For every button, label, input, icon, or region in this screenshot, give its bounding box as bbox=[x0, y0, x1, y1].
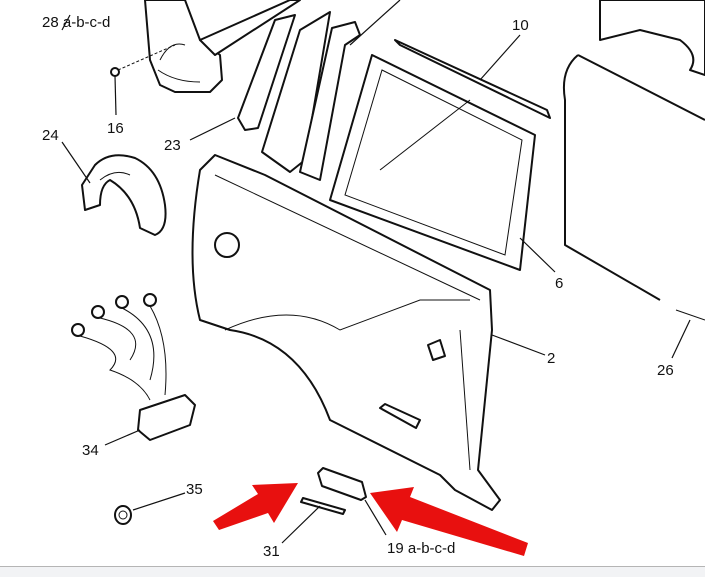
part-24 bbox=[81, 154, 167, 236]
part-6 bbox=[329, 54, 556, 273]
label-26: 26 bbox=[657, 362, 674, 379]
label-28: 28 a-b-c-d bbox=[42, 14, 110, 31]
part-2 bbox=[191, 154, 546, 511]
part-28 bbox=[144, 0, 301, 93]
part-16 bbox=[110, 44, 176, 116]
label-10: 10 bbox=[512, 17, 529, 34]
part-19 bbox=[317, 467, 387, 536]
label-2: 2 bbox=[547, 350, 555, 367]
label-16: 16 bbox=[107, 120, 124, 137]
label-19: 19 a-b-c-d bbox=[387, 540, 455, 557]
red-arrow-left bbox=[213, 483, 298, 530]
part-23 bbox=[237, 14, 296, 131]
label-23: 23 bbox=[164, 137, 181, 154]
part-34 bbox=[71, 293, 196, 446]
part-35 bbox=[114, 492, 186, 525]
part-10 bbox=[394, 34, 551, 119]
label-34: 34 bbox=[82, 442, 99, 459]
red-arrow-right bbox=[370, 487, 528, 556]
label-6: 6 bbox=[555, 275, 563, 292]
label-31: 31 bbox=[263, 543, 280, 560]
label-35: 35 bbox=[186, 481, 203, 498]
bottom-bar bbox=[0, 566, 705, 577]
part-31 bbox=[281, 497, 346, 544]
label-24: 24 bbox=[42, 127, 59, 144]
part-26 bbox=[562, 0, 705, 359]
